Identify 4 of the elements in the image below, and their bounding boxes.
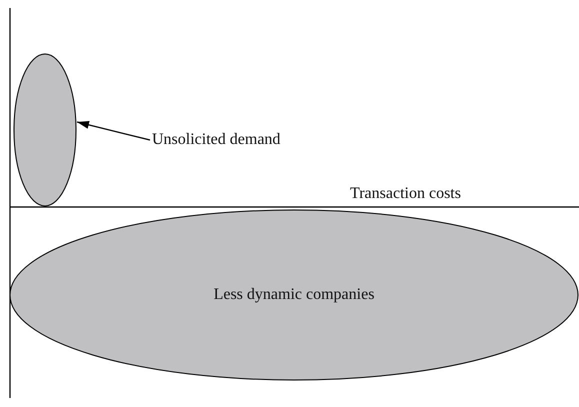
node-label: Less dynamic companies: [214, 286, 374, 304]
arrow: [76, 121, 150, 141]
callout-text: Unsolicited demand: [152, 131, 280, 149]
axis-label: Transaction costs: [350, 185, 461, 203]
